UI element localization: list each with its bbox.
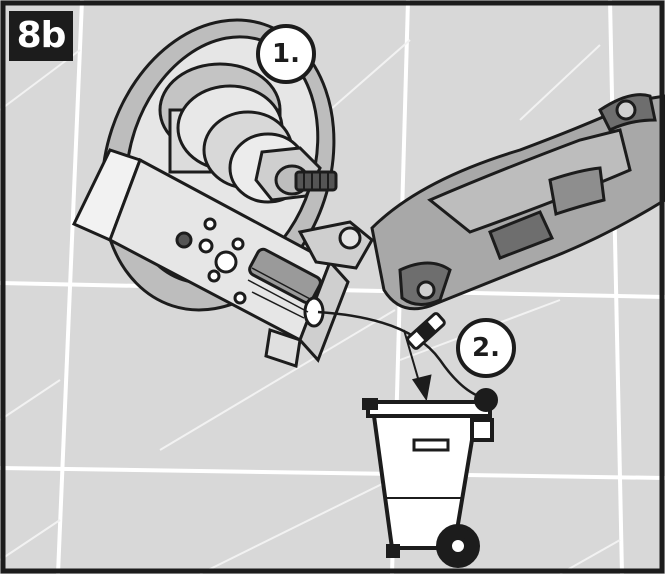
removed-part-icon — [406, 312, 446, 350]
step-label: 8b — [9, 11, 73, 61]
callout-step-2: 2. — [456, 318, 516, 378]
trash-bin-icon — [362, 388, 498, 568]
callout-step-1: 1. — [256, 24, 316, 84]
threaded-rod — [247, 267, 313, 319]
oscillating-multitool-icon — [297, 93, 665, 311]
valve-cartridge-icon — [158, 62, 338, 204]
disposal-arrow — [317, 310, 485, 402]
